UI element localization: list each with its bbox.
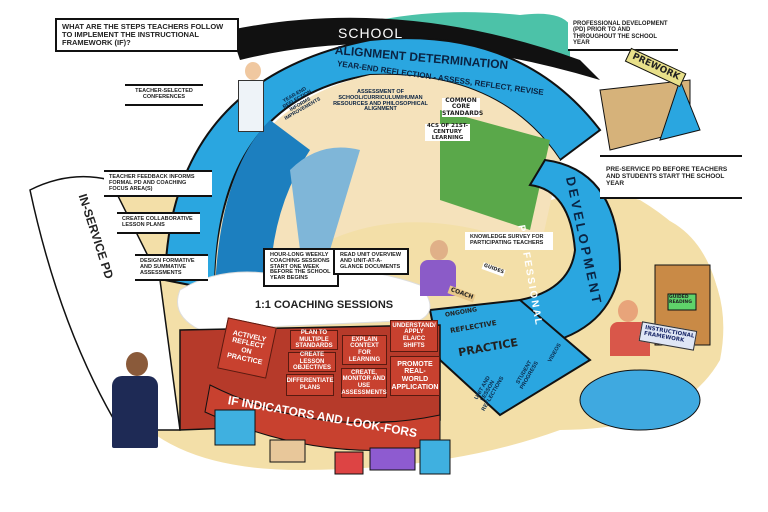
- coaching-sessions-label: 1:1 COACHING SESSIONS: [255, 299, 394, 311]
- four-cs-poster: 4Cs OF 21st-CENTURY LEARNING: [425, 123, 470, 142]
- brick-plan: PLAN TO MULTIPLE STANDARDS: [290, 330, 338, 350]
- meeting-table: [579, 369, 701, 431]
- question-box: WHAT ARE THE STEPS TEACHERS FOLLOW TO IM…: [55, 18, 239, 52]
- in-service-step: TEACHER FEEDBACK INFORMS FORMAL PD AND C…: [104, 170, 212, 198]
- presenter-figure: [112, 352, 162, 452]
- brick-assess: CREATE, MONITOR AND USE ASSESSMENTS: [341, 368, 387, 398]
- river: [290, 147, 360, 250]
- in-service-step: DESIGN FORMATIVE AND SUMMATIVE ASSESSMEN…: [135, 254, 208, 282]
- inner-wall: [215, 120, 310, 290]
- brick-objectives: CREATE LESSON OBJECTIVES: [288, 352, 336, 372]
- common-core-poster: COMMON CORE STANDARDS: [442, 97, 484, 117]
- brick-real-world: PROMOTE REAL-WORLD APPLICATION: [390, 356, 440, 396]
- knowledge-survey-note: KNOWLEDGE SURVEY FOR PARTICIPATING TEACH…: [465, 232, 553, 250]
- pd-prior-note: PROFESSIONAL DEVELOPMENT (PD) PRIOR TO A…: [568, 18, 678, 52]
- brick-reflect: ACTIVELY REFLECT ON PRACTICE: [217, 317, 277, 379]
- coaching-cloud: [177, 270, 431, 331]
- brain-tile: [334, 451, 364, 475]
- pre-service-note: PRE-SERVICE PD BEFORE TEACHERS AND STUDE…: [600, 155, 742, 200]
- coaching-note: HOUR-LONG WEEKLY COACHING SESSIONS START…: [263, 248, 339, 287]
- in-service-step: CREATE COLLABORATIVE LESSON PLANS: [117, 212, 200, 234]
- lightbulb-tile: [214, 409, 256, 446]
- brick-differentiate: DIFFERENTIATE PLANS: [286, 374, 334, 396]
- school-label: SCHOOL: [338, 25, 404, 41]
- in-service-step: TEACHER-SELECTED CONFERENCES: [125, 84, 203, 106]
- brick-shifts: UNDERSTAND/ APPLY ELA/CC SHIFTS: [390, 320, 438, 352]
- book-globe-tile: [419, 439, 451, 475]
- teacher-figure: [238, 62, 268, 162]
- down-arrow-icon: [659, 78, 701, 141]
- picture-tile: [269, 439, 306, 463]
- green-book: [667, 293, 697, 311]
- tools-tile: [369, 447, 416, 471]
- brick-explain: EXPLAIN CONTEXT FOR LEARNING: [342, 335, 387, 365]
- assessment-note: ASSESSMENT OF SCHOOL/CURRICULUM/HUMAN RE…: [333, 89, 428, 113]
- swoosh: [230, 17, 600, 80]
- coaching-note: READ UNIT OVERVIEW AND UNIT-AT-A-GLANCE …: [333, 248, 409, 276]
- shelf-book: GUIDED READING: [669, 295, 692, 305]
